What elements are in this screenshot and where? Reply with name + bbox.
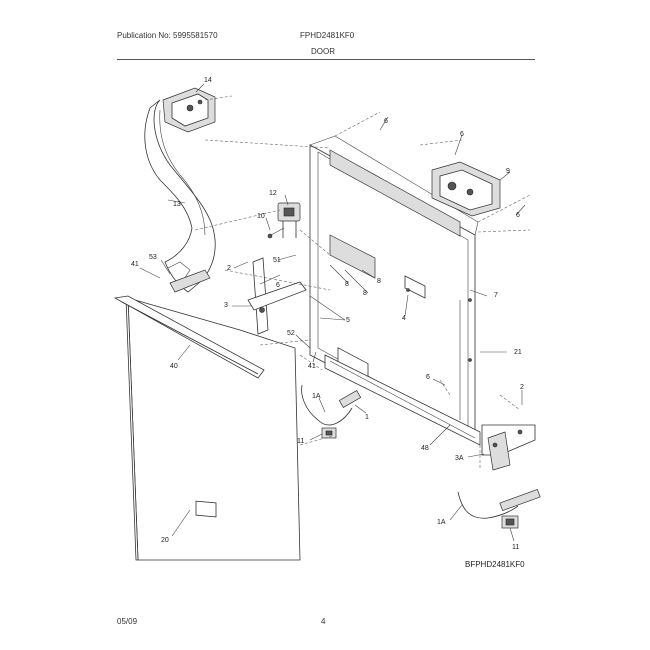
callout-6-hinge: 6 [276,282,280,289]
callout-9: 9 [506,168,510,175]
footer-date: 05/09 [117,617,138,626]
part-9-dispenser-drawing [431,161,501,217]
part-11-connector-right-drawing [501,515,519,529]
callout-20: 20 [161,537,169,544]
callout-7: 7 [494,292,498,299]
callout-labels: 14 13 12 10 53 41 2 3 51 6 6 6 6 6 9 8 8… [131,77,524,551]
part-1A-wire-left-drawing [301,384,362,426]
part-3A-hinge-drawing [481,424,536,471]
callout-1: 1 [365,414,369,421]
diagram-reference-code: BFPHD2481KF0 [465,560,525,569]
callout-41-bottom: 41 [308,363,316,370]
callout-8-b: 8 [363,290,367,297]
part-7-inner-liner-drawing [309,135,479,441]
section-title: DOOR [311,47,335,56]
callout-8-a: 8 [345,281,349,288]
callout-48: 48 [421,445,429,452]
callout-41-top: 41 [131,261,139,268]
assembly-guide-lines [194,111,531,470]
header-divider [117,59,535,60]
callout-12: 12 [269,190,277,197]
callout-13: 13 [173,201,181,208]
callout-14: 14 [204,77,212,84]
part-14-bracket-drawing [162,87,233,133]
model-number: FPHD2481KF0 [300,31,355,40]
publication-number: Publication No: 5995581570 [117,31,218,40]
callout-21: 21 [514,349,522,356]
callout-10: 10 [257,213,265,220]
callout-11-right: 11 [512,544,519,551]
callout-1A-left: 1A [312,393,321,400]
callout-52: 52 [287,330,295,337]
callout-5: 5 [346,317,350,324]
callout-2-left: 2 [227,265,231,272]
part-40-handle-drawing [113,295,265,379]
callout-2-right: 2 [520,384,524,391]
callout-6-right: 6 [516,212,520,219]
callout-leader-lines [139,83,526,542]
part-11-connector-left-drawing [321,427,337,439]
callout-51: 51 [273,257,281,264]
callout-3A: 3A [455,455,464,462]
part-12-switch-drawing [267,202,301,239]
part-1A-wire-right-drawing [457,488,541,519]
callout-6-bottom: 6 [426,374,430,381]
part-20-outer-panel-drawing [125,297,301,561]
callout-3: 3 [224,302,228,309]
callout-1A-right: 1A [437,519,446,526]
callout-4: 4 [402,315,406,322]
callout-6-top: 6 [384,118,388,125]
callout-6-right-top: 6 [460,131,464,138]
callout-11-left: 11 [297,438,304,445]
callout-40: 40 [170,363,178,370]
hinge-arm-drawing [169,257,307,335]
footer-page-number: 4 [321,617,326,626]
callout-53: 53 [149,254,157,261]
callout-8-c: 8 [377,278,381,285]
